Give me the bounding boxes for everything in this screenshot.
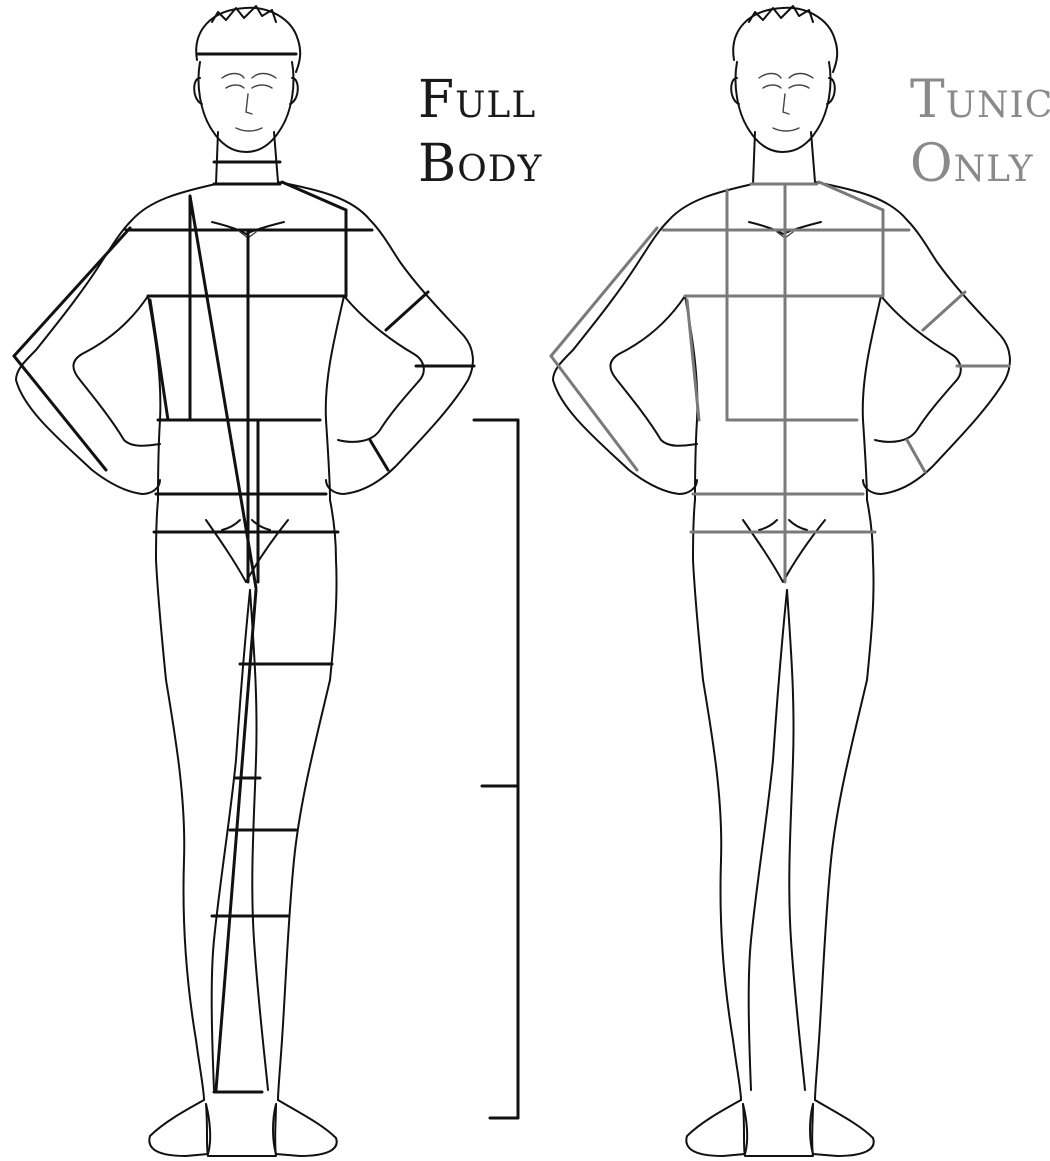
tunic-wrist-line: [907, 440, 925, 472]
full-body-measure-lines: [14, 54, 474, 1092]
tunic-only-outline: [553, 6, 1010, 1156]
tunic-bicep-line: [923, 292, 965, 330]
tunic-only-figure: [551, 6, 1010, 1156]
arm-length-line-outer: [14, 228, 130, 356]
tunic-forearm-line: [551, 356, 637, 470]
length-bracket: [474, 420, 518, 1118]
bicep-line: [386, 292, 428, 330]
full-body-figure: [14, 6, 518, 1156]
tunic-side-seam-line: [687, 300, 699, 420]
side-seam-line: [150, 300, 168, 420]
full-body-outline: [16, 6, 473, 1156]
forearm-length-line: [14, 356, 106, 470]
wrist-line: [370, 440, 388, 470]
tunic-arm-length-line: [551, 228, 657, 356]
